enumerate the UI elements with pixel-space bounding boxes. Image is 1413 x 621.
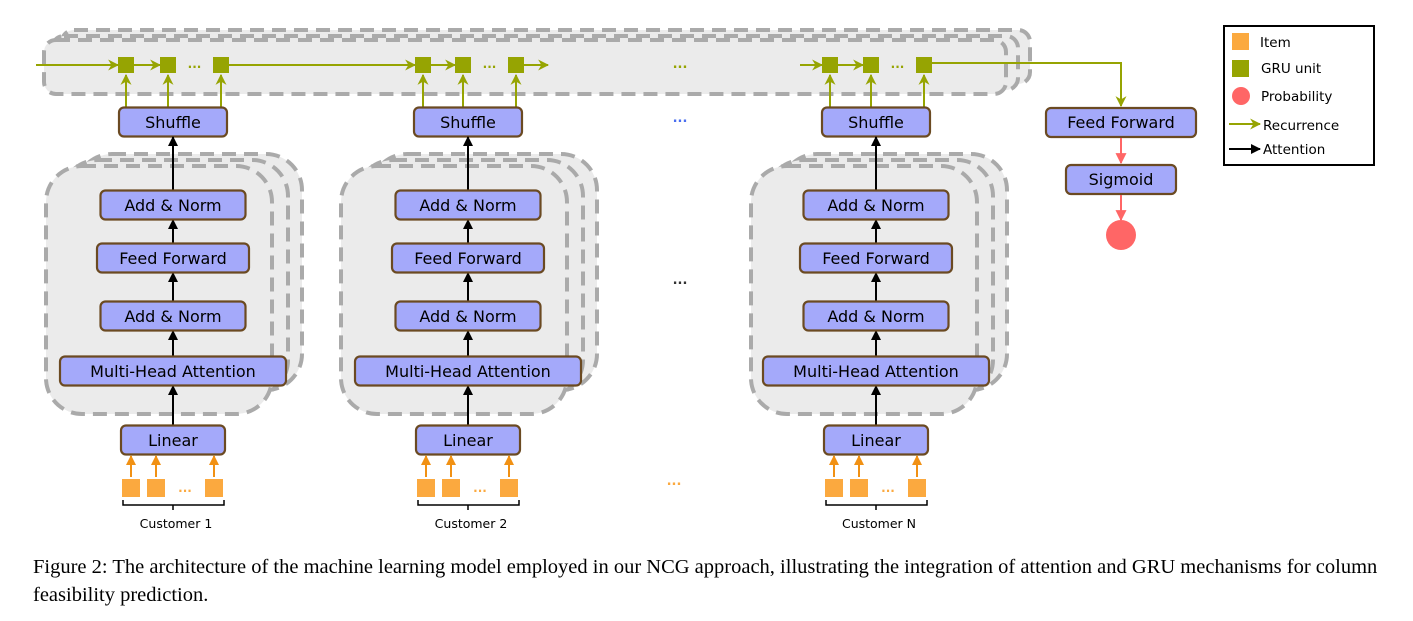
legend-attention-label: Attention — [1263, 142, 1325, 158]
item-icon — [825, 479, 843, 497]
multi-head-attention-box — [353, 355, 583, 387]
figure-caption: Figure 2: The architecture of the machin… — [33, 556, 1378, 606]
gru-ellipsis: ... — [188, 57, 202, 71]
item-icon — [442, 479, 460, 497]
multi-head-attention-label: Multi-Head Attention — [793, 362, 959, 381]
legend: Item GRU unit Probability Recurrence Att… — [1223, 25, 1375, 166]
item-icon — [417, 479, 435, 497]
item-icon — [850, 479, 868, 497]
multi-head-attention-label: Multi-Head Attention — [385, 362, 551, 381]
shuffle-label: Shuffle — [440, 113, 496, 132]
gru-unit-icon — [118, 57, 134, 73]
feed-forward-box — [798, 242, 954, 274]
item-ellipsis: ... — [178, 481, 192, 495]
gap-ellipsis-items: ... — [667, 474, 682, 489]
probability-output-icon — [1106, 220, 1136, 250]
linear-label: Linear — [443, 431, 493, 450]
encoder-panel-front — [749, 164, 979, 416]
legend-recurrence-label: Recurrence — [1263, 118, 1339, 134]
gru-unit-icon — [863, 57, 879, 73]
shuffle-label: Shuffle — [145, 113, 201, 132]
customer-bracket — [825, 500, 928, 510]
linear-label: Linear — [148, 431, 198, 450]
shuffle-label: Shuffle — [848, 113, 904, 132]
add-norm-1-label: Add & Norm — [124, 307, 221, 326]
add-norm-2-label: Add & Norm — [124, 196, 221, 215]
add-norm-1-box — [99, 300, 247, 332]
add-norm-2-box — [394, 189, 542, 221]
item-ellipsis: ... — [881, 481, 895, 495]
item-icon — [908, 479, 926, 497]
customer-label: Customer N — [842, 516, 916, 531]
gru-unit-icon — [455, 57, 471, 73]
customer-label: Customer 2 — [435, 516, 508, 531]
gru-ellipsis: ... — [891, 57, 905, 71]
add-norm-2-box — [99, 189, 247, 221]
gru-unit-icon — [916, 57, 932, 73]
add-norm-2-label: Add & Norm — [827, 196, 924, 215]
legend-item-icon — [1232, 33, 1249, 50]
add-norm-1-label: Add & Norm — [827, 307, 924, 326]
head-feed-forward-box — [1044, 106, 1198, 139]
add-norm-1-box — [394, 300, 542, 332]
gap-ellipsis-encoder: ... — [673, 273, 688, 288]
multi-head-attention-box — [761, 355, 991, 387]
customer-bracket — [417, 500, 520, 510]
legend-gru-icon — [1232, 60, 1249, 77]
gru-unit-icon — [415, 57, 431, 73]
customer-label: Customer 1 — [140, 516, 213, 531]
sigmoid-box — [1064, 163, 1178, 196]
linear-box — [822, 424, 930, 456]
legend-item-label: Item — [1260, 35, 1291, 51]
feed-forward-label: Feed Forward — [822, 249, 930, 268]
encoder-panel-front — [44, 164, 274, 416]
linear-label: Linear — [851, 431, 901, 450]
item-icon — [500, 479, 518, 497]
feed-forward-label: Feed Forward — [119, 249, 227, 268]
add-norm-2-label: Add & Norm — [419, 196, 516, 215]
feed-forward-box — [390, 242, 546, 274]
gap-ellipsis-shuffle: ... — [673, 111, 688, 126]
add-norm-1-box — [802, 300, 950, 332]
item-ellipsis: ... — [473, 481, 487, 495]
gru-unit-icon — [508, 57, 524, 73]
gru-unit-icon — [822, 57, 838, 73]
output-head: Feed Forward Sigmoid — [931, 62, 1198, 250]
multi-head-attention-box — [58, 355, 288, 387]
item-icon — [205, 479, 223, 497]
feed-forward-box — [95, 242, 251, 274]
encoder-panel-front — [339, 164, 569, 416]
feed-forward-label: Feed Forward — [414, 249, 522, 268]
gap-ellipsis-gru: ... — [673, 57, 688, 72]
sigmoid-label: Sigmoid — [1089, 170, 1154, 189]
head-feed-forward-label: Feed Forward — [1067, 113, 1175, 132]
linear-box — [414, 424, 522, 456]
gru-unit-icon — [213, 57, 229, 73]
gru-ellipsis: ... — [483, 57, 497, 71]
gru-output-connector — [931, 62, 1127, 108]
item-icon — [122, 479, 140, 497]
add-norm-2-box — [802, 189, 950, 221]
linear-box — [119, 424, 227, 456]
item-icon — [147, 479, 165, 497]
gru-unit-icon — [160, 57, 176, 73]
add-norm-1-label: Add & Norm — [419, 307, 516, 326]
legend-gru-label: GRU unit — [1261, 61, 1321, 77]
legend-probability-label: Probability — [1261, 89, 1332, 105]
gru-band-front — [42, 38, 1008, 96]
customer-bracket — [122, 500, 225, 510]
multi-head-attention-label: Multi-Head Attention — [90, 362, 256, 381]
legend-probability-icon — [1232, 87, 1250, 105]
